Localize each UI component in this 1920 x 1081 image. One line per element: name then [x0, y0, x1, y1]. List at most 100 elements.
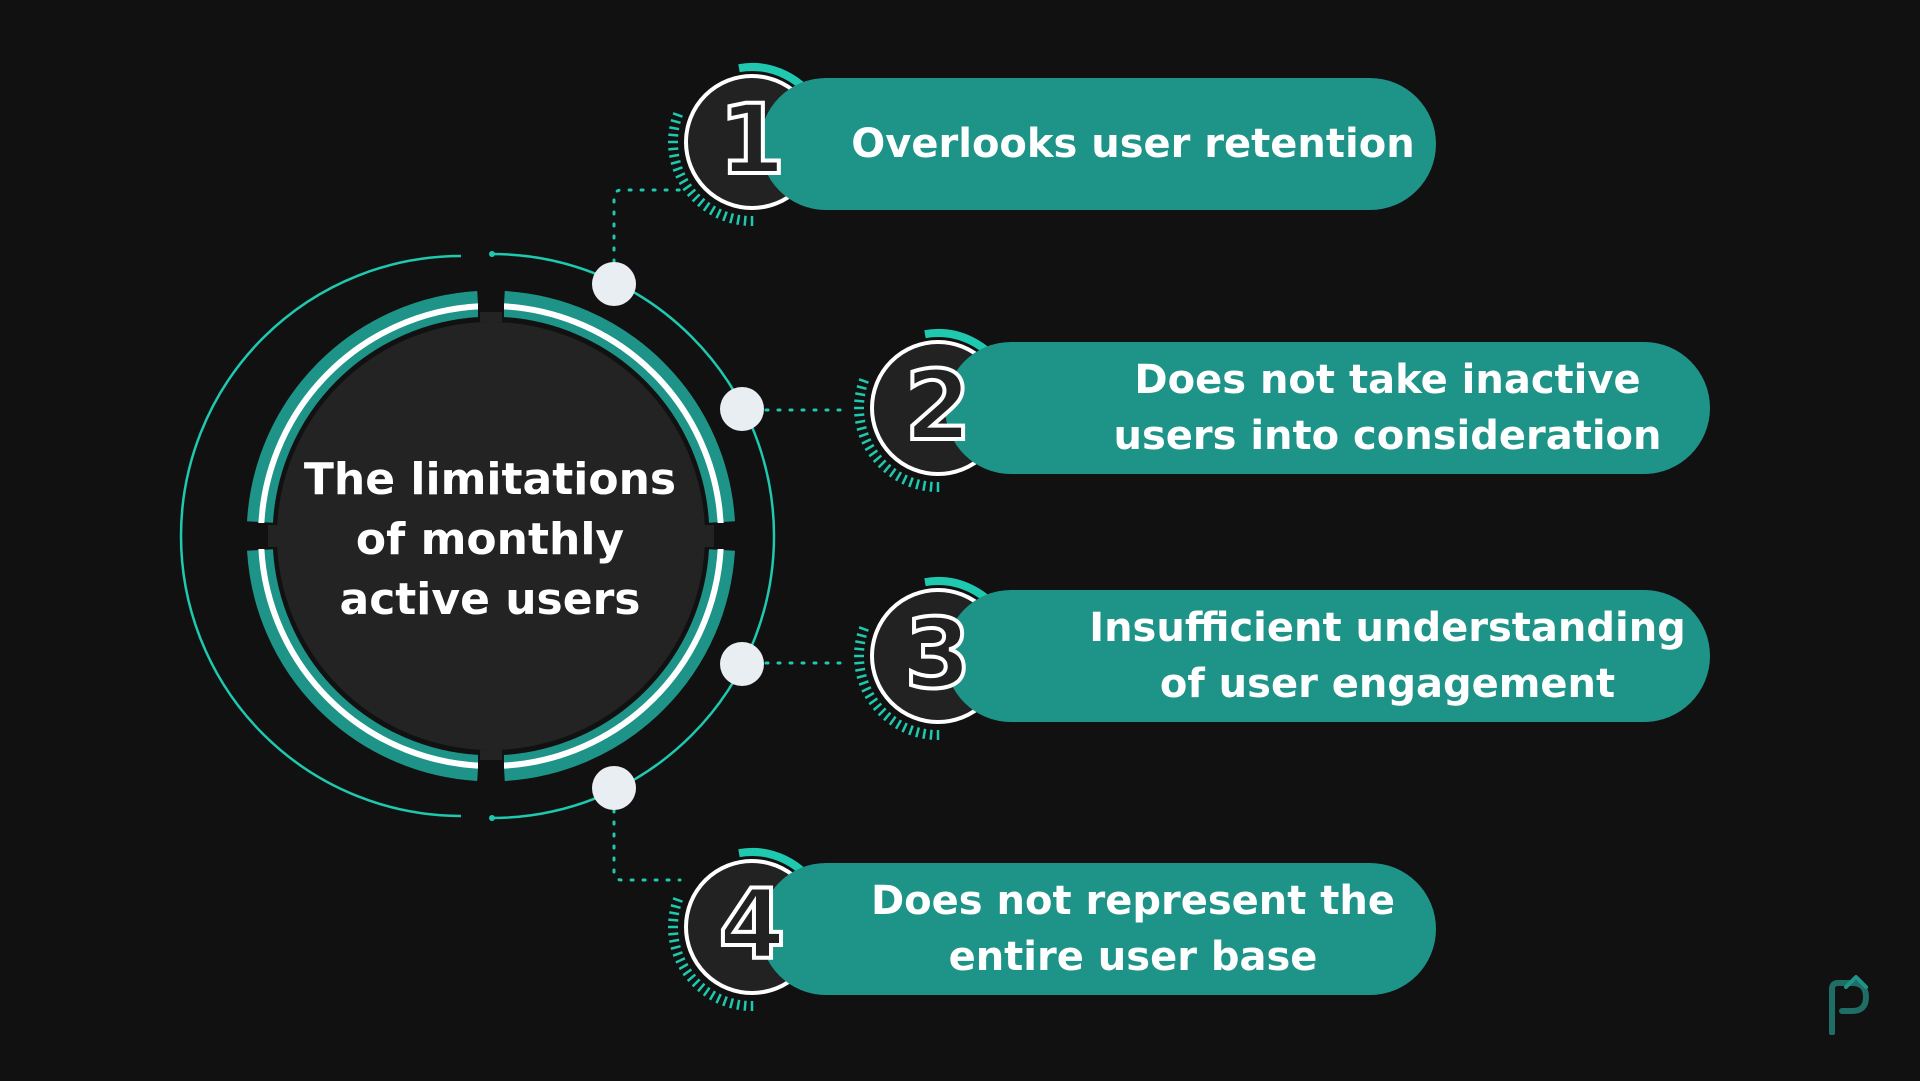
number-badge-tick: [672, 112, 683, 118]
number-badge-tick: [736, 999, 741, 1010]
number-badge-tick: [915, 479, 921, 490]
number-badge-tick: [908, 725, 914, 736]
item-3-pill: Insufficient understanding of user engag…: [945, 590, 1710, 722]
number-badge-tick: [854, 413, 865, 417]
center-title-line-2: of monthly: [355, 514, 625, 565]
number-badge-tick: [743, 1000, 747, 1011]
number-badge-tick: [856, 425, 867, 431]
number-badge-tick: [729, 998, 735, 1009]
item-1-number-badge: 1: [681, 71, 823, 213]
number-badge-tick: [715, 208, 722, 219]
number-badge-tick: [686, 188, 697, 197]
number-badge-tick: [877, 459, 887, 469]
number-badge-tick: [678, 962, 689, 971]
number-badge-tick: [729, 213, 735, 224]
number-badge-tick: [668, 932, 679, 936]
number-badge-tick: [670, 944, 681, 950]
item-2-text-line-1: Does not take inactive: [1134, 357, 1641, 403]
number-badge-tick: [715, 993, 722, 1004]
number-badge-tick: [856, 385, 867, 391]
number-badge-tick: [722, 996, 728, 1007]
item-2-number-badge: 2: [867, 337, 1009, 479]
number-badge-tick: [669, 938, 680, 943]
number-badge-tick: [668, 147, 679, 151]
number-badge-tick: [854, 399, 865, 403]
item-4-text-line-1: Does not represent the: [870, 878, 1396, 924]
number-badge-tick: [722, 211, 728, 222]
number-badge-tick: [894, 719, 903, 730]
center-title: The limitations of monthly active users: [270, 440, 710, 640]
outer-thin-ring: [179, 254, 462, 818]
number-badge-tick: [864, 691, 875, 700]
number-badge-tick: [672, 951, 683, 957]
number-badge-tick: [888, 715, 897, 726]
item-3-text-line-2: of user engagement: [1159, 661, 1616, 707]
item-1-number: 1: [717, 84, 788, 196]
center-disc: [277, 322, 705, 750]
number-badge-tick: [672, 166, 683, 172]
number-badge-tick: [668, 133, 679, 137]
item-4-pill: Does not represent the entire user base: [760, 863, 1436, 995]
number-badge-tick: [682, 183, 693, 192]
number-badge-tick: [855, 392, 866, 397]
number-badge-tick: [736, 214, 741, 225]
item-3-number: 3: [903, 598, 974, 710]
number-badge-tick: [675, 172, 686, 179]
number-badge-tick: [682, 968, 693, 977]
item-4-number-badge: 4: [681, 856, 823, 998]
number-badge-tick: [922, 728, 927, 739]
number-badge-tick: [922, 480, 927, 491]
connector-nodes: [592, 262, 764, 810]
number-badge-tick: [915, 727, 921, 738]
number-badge-tick: [670, 159, 681, 165]
item-1-pill: Overlooks user retention: [760, 78, 1436, 210]
number-badge-tick: [854, 647, 865, 651]
number-badge-tick: [708, 990, 717, 1001]
item-2-pill: Does not take inactive users into consid…: [945, 342, 1710, 474]
number-badge-tick: [672, 897, 683, 903]
number-badge-tick: [877, 707, 887, 717]
number-badge-tick: [856, 673, 867, 679]
number-badge-tick: [855, 419, 866, 424]
number-badge-tick: [858, 432, 869, 438]
number-badge-tick: [872, 454, 883, 463]
number-badge-tick: [743, 215, 747, 226]
item-3-text-line-1: Insufficient understanding: [1089, 605, 1686, 651]
number-badge-tick: [856, 633, 867, 639]
number-badge-tick: [669, 153, 680, 158]
brand-logo-icon: [1829, 975, 1870, 1035]
number-badge-tick: [854, 661, 865, 665]
number-badge-tick: [697, 197, 706, 208]
dotted-connectors: [612, 188, 844, 882]
number-badge-tick: [883, 711, 892, 722]
number-badge-tick: [691, 193, 701, 203]
number-badge-tick: [855, 667, 866, 672]
item-1-text-line-1: Overlooks user retention: [851, 121, 1415, 167]
number-badge-tick: [670, 904, 681, 910]
number-badge-tick: [901, 474, 908, 485]
number-badge-tick: [702, 201, 711, 212]
number-badge-tick: [669, 126, 680, 131]
number-badge-tick: [855, 640, 866, 645]
number-badge-tick: [691, 978, 701, 988]
number-badge-tick: [675, 957, 686, 964]
item-2-number: 2: [903, 350, 974, 462]
number-badge-tick: [894, 471, 903, 482]
number-badge-tick: [670, 119, 681, 125]
number-badge-tick: [708, 205, 717, 216]
number-badge-tick: [861, 686, 872, 693]
number-badge-tick: [686, 973, 697, 982]
number-badge-tick: [702, 986, 711, 997]
number-badge-tick: [697, 982, 706, 993]
number-badge-tick: [668, 918, 679, 922]
number-badge-tick: [864, 443, 875, 452]
number-badge-tick: [929, 729, 933, 740]
number-badge-tick: [868, 697, 879, 706]
item-4-number: 4: [717, 869, 788, 981]
number-badge-tick: [872, 702, 883, 711]
number-badge-tick: [888, 467, 897, 478]
number-badge-tick: [858, 378, 869, 384]
number-badge-tick: [669, 911, 680, 916]
number-badge-tick: [858, 626, 869, 632]
